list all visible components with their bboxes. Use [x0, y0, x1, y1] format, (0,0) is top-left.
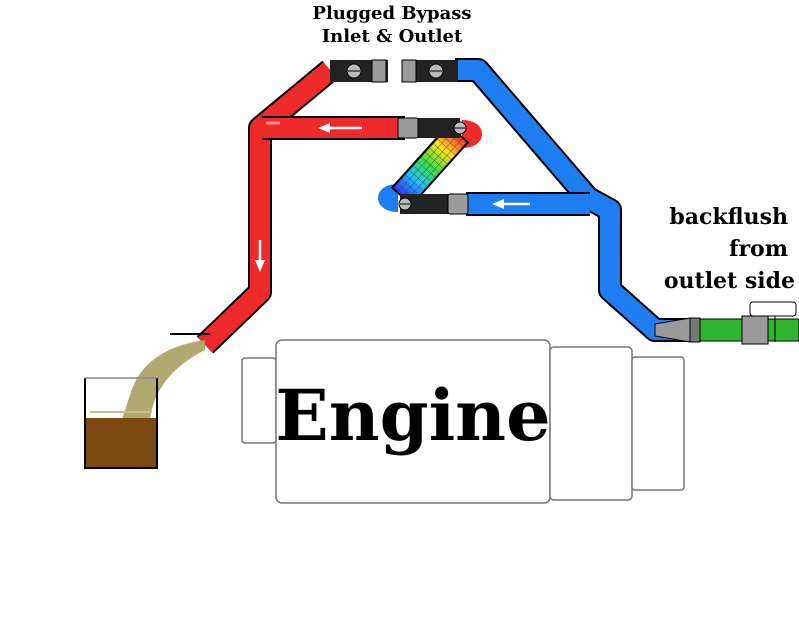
- bypass-plug-left: [330, 59, 388, 83]
- bypass-label-line2: Inlet & Outlet: [322, 26, 463, 47]
- engine-right-section: [549, 346, 633, 501]
- engine-block: Engine: [241, 339, 685, 504]
- heater-fitting-top: [397, 117, 467, 139]
- engine-right-cap: [631, 356, 685, 491]
- beaker-icon: [84, 377, 158, 469]
- backflush-label-line1: backflush: [669, 204, 788, 230]
- heater-fitting-bottom: [398, 193, 469, 215]
- blue-hose: [455, 58, 690, 342]
- engine-left-cap: [241, 357, 277, 444]
- backflush-label-line3: outlet side: [664, 268, 795, 294]
- left-flow-arrow-icon: [318, 123, 362, 133]
- blue-flow-arrow-icon: [492, 199, 530, 209]
- garden-hose-connector: [654, 301, 799, 345]
- backflush-label-line2: from: [729, 236, 788, 262]
- drain-spray: [120, 333, 210, 425]
- bypass-plug-right: [401, 59, 458, 83]
- engine-label: Engine: [275, 374, 550, 457]
- bypass-label-line1: Plugged Bypass: [312, 3, 471, 24]
- red-hose: [196, 60, 405, 354]
- down-flow-arrow-icon: [255, 240, 265, 272]
